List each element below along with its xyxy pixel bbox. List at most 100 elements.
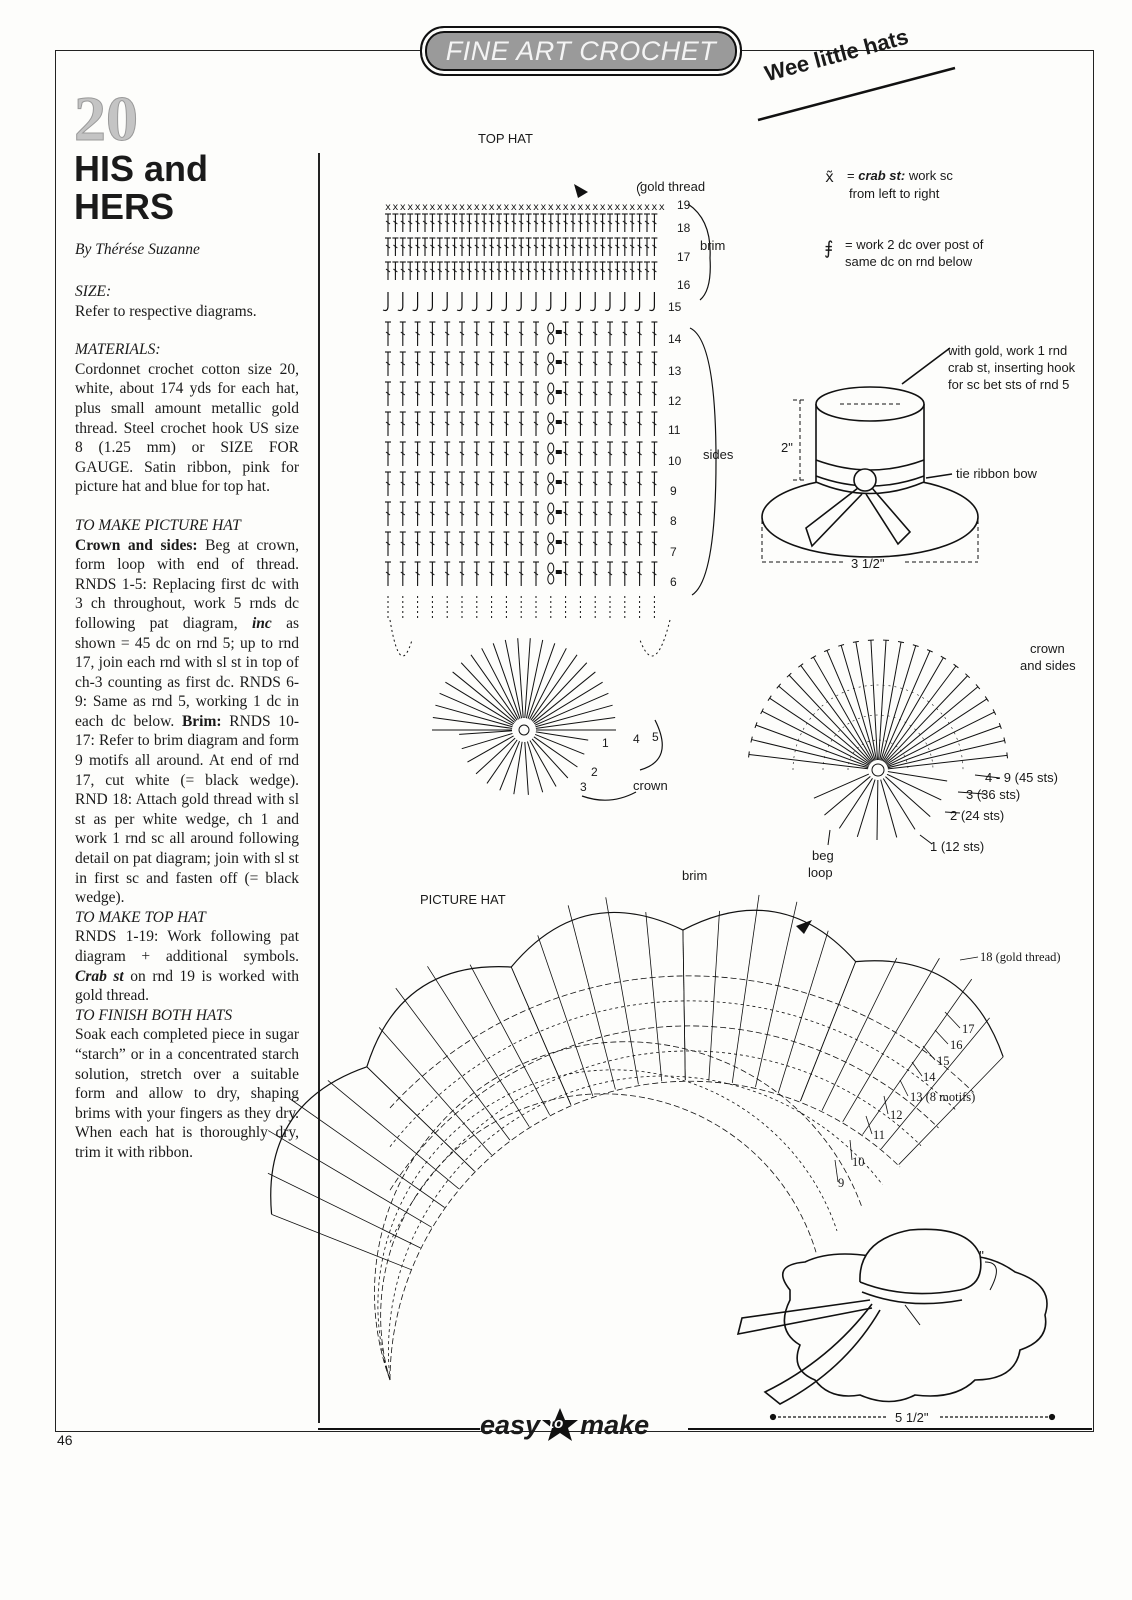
footer-rule-right xyxy=(688,1428,1092,1430)
logo-easy: easy xyxy=(480,1410,541,1440)
crab-legend-line-1: = crab st: work sc xyxy=(847,168,953,183)
brim-stitch xyxy=(469,964,550,1116)
picture-hat-text: Crown and sides: Beg at crown, form loop… xyxy=(75,536,299,908)
post-stitch-mark xyxy=(589,292,596,312)
row-14: 14 xyxy=(668,332,682,346)
crown-spoke xyxy=(840,645,876,761)
inc-text: as shown = 45 dc on rnd 5; up to rnd 17,… xyxy=(75,614,300,730)
picture-hat-title: PICTURE HAT xyxy=(420,892,506,907)
brim-stitch xyxy=(327,1080,460,1190)
post-stitch-mark xyxy=(560,292,567,312)
article-title: HIS and HERS xyxy=(74,150,208,226)
chain-stitch xyxy=(547,502,555,514)
brim-stitch xyxy=(567,905,616,1090)
crown-spoke xyxy=(524,741,529,795)
picture-hat-brim-label: brim xyxy=(682,868,708,883)
crown-sides-label: Crown and sides: xyxy=(75,536,198,554)
gold-note-line-1: with gold, work 1 rnd xyxy=(948,343,1068,358)
brim-stitch xyxy=(267,1172,421,1249)
crab-stitch-mark: x xyxy=(570,202,576,213)
crown-spoke xyxy=(459,730,513,735)
crab-stitch-mark: x xyxy=(385,202,391,213)
crown-spoke xyxy=(887,725,1001,768)
crown-spoke xyxy=(529,648,567,720)
crown-spoke xyxy=(886,698,988,765)
crab-stitch-mark: x xyxy=(622,202,628,213)
brim-stitch xyxy=(755,901,798,1088)
brim-round xyxy=(389,975,974,1109)
crab-stitch-mark: x xyxy=(629,202,635,213)
crown-label-2: and sides xyxy=(1020,658,1076,673)
crab-stitch-mark: x xyxy=(466,202,472,213)
author: By Thérése Suzanne xyxy=(75,241,200,258)
crown-rnd-1: 1 (12 sts) xyxy=(930,839,985,854)
crown-label-1: crown xyxy=(1030,641,1065,656)
brim-round xyxy=(374,1041,862,1381)
brim-stitch xyxy=(510,966,572,1105)
crown-spoke xyxy=(755,724,869,768)
crab-stitch-mark: x xyxy=(444,202,450,213)
crab-stitch-mark: x xyxy=(400,202,406,213)
crab-stitch-mark: x xyxy=(563,202,569,213)
post-stitch-mark xyxy=(397,292,404,312)
brim-stitch xyxy=(821,957,898,1111)
crab-stitch-mark: x xyxy=(474,202,480,213)
size-heading: SIZE: xyxy=(75,283,112,300)
brim-scallop xyxy=(270,1066,368,1215)
start-marker xyxy=(574,184,588,198)
section-banner: FINE ART CROCHET xyxy=(420,26,742,76)
chain-stitch xyxy=(547,453,555,465)
finish-heading: TO FINISH BOTH HATS xyxy=(75,1006,233,1024)
post-stitch-mark xyxy=(382,292,389,312)
chain-stitch xyxy=(547,412,555,424)
beg-loop-1: beg xyxy=(812,848,834,863)
brim-stitch xyxy=(898,1056,1004,1165)
brim-stitch xyxy=(842,958,940,1122)
brim-round xyxy=(389,1050,922,1243)
start-marker xyxy=(796,920,812,934)
crown-row-2: 2 xyxy=(591,765,598,779)
crab-stitch-mark: x xyxy=(607,202,613,213)
top-hat-brim-label: brim xyxy=(700,238,726,253)
crown-spoke xyxy=(535,704,613,728)
crown-center xyxy=(871,763,885,777)
crab-stitch-mark: x xyxy=(429,202,435,213)
crab-stitch-mark: x xyxy=(526,202,532,213)
post-stitch-mark xyxy=(471,292,478,312)
finish-text: Soak each completed piece in sugar “star… xyxy=(75,1026,299,1161)
brim-stitch xyxy=(862,978,973,1135)
top-hat-dim-width: 3 1/2" xyxy=(851,556,885,571)
top-hat-sides-label: sides xyxy=(703,447,734,462)
join-marker xyxy=(555,450,562,454)
crown-rnds-4-9: 4 - 9 (45 sts) xyxy=(985,770,1058,785)
crown-spoke xyxy=(486,739,518,784)
materials-text: Cordonnet crochet cotton size 20, white,… xyxy=(75,360,299,496)
crab-equals: = xyxy=(847,168,855,183)
crown-spoke xyxy=(887,739,1005,769)
brim-stitches xyxy=(267,894,1004,1381)
bow-label: tie ribbon bow xyxy=(956,466,1037,481)
crown-spoke xyxy=(800,665,873,763)
row-18: 18 xyxy=(677,221,691,235)
crown-spoke xyxy=(432,716,513,729)
brim-stitch xyxy=(427,966,530,1127)
crown-rnd-2: 2 (24 sts) xyxy=(950,808,1005,823)
crown-spoke xyxy=(535,716,616,729)
brim-stitch xyxy=(605,897,639,1085)
brim-stitch xyxy=(777,930,829,1094)
join-marker xyxy=(555,360,562,364)
pic-row-10: 10 xyxy=(852,1155,865,1169)
top-hat-crown-label: crown xyxy=(633,778,668,793)
brim-stitch xyxy=(378,1027,492,1156)
crab-stitch-mark: x xyxy=(577,202,583,213)
chain-stitch xyxy=(547,423,555,435)
logo-to: to xyxy=(549,1414,564,1432)
crown-spoke xyxy=(499,740,520,791)
crown-spoke xyxy=(513,741,523,795)
brim-round xyxy=(388,1075,883,1381)
row-15: 15 xyxy=(668,300,682,314)
top-hat-text-block: RNDS 1-19: Work following pat diagram + … xyxy=(75,927,299,1005)
crown-sides-text: Beg at crown, form loop with end of thre… xyxy=(75,536,300,632)
